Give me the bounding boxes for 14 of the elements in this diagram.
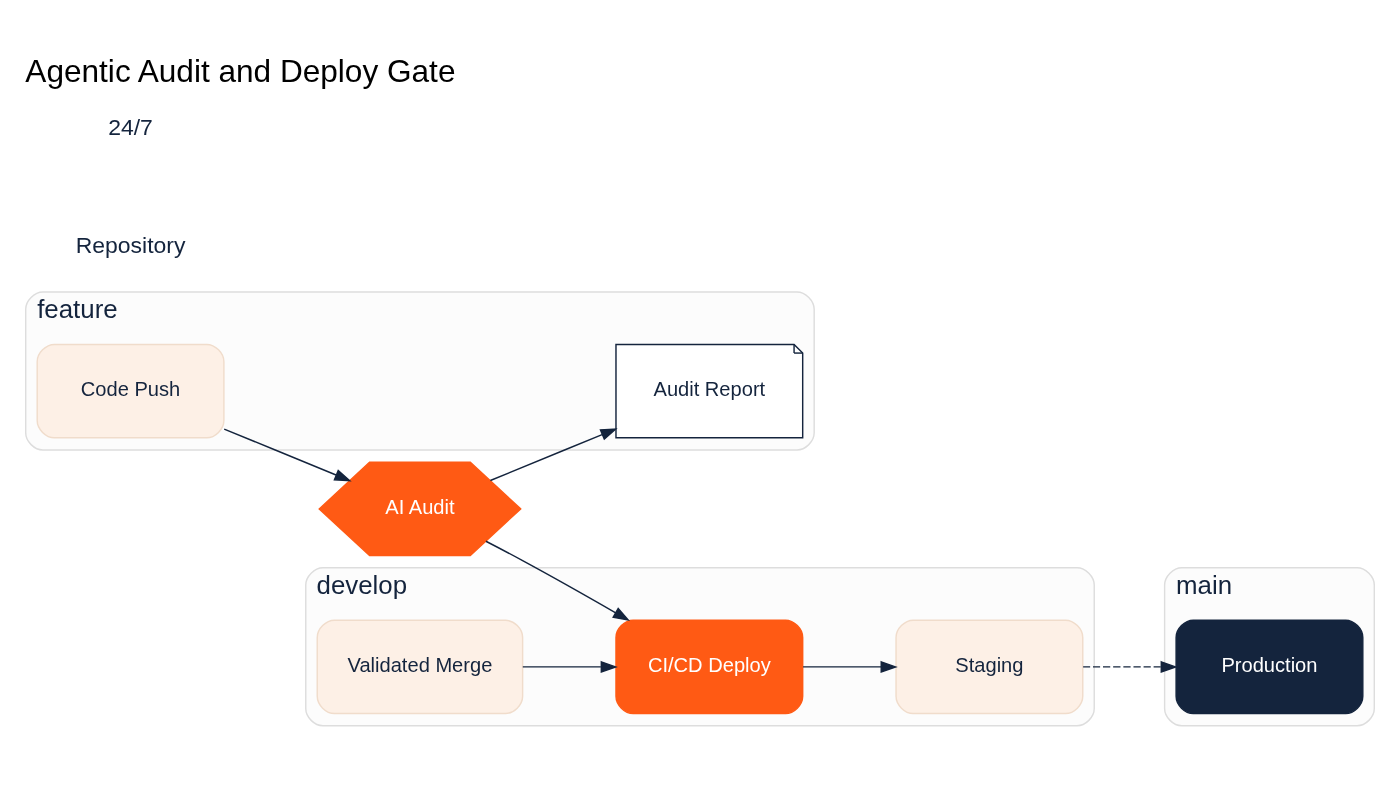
arrow — [522, 660, 618, 673]
node-box: CI/CD Deploy — [615, 619, 804, 715]
diagram-title: Agentic Audit and Deploy Gate — [25, 52, 456, 89]
arrow — [223, 428, 352, 482]
arrow — [485, 540, 631, 622]
arrow — [1082, 660, 1178, 673]
arrow — [489, 428, 618, 482]
arrow — [802, 660, 898, 673]
label: Repository — [75, 231, 186, 258]
node-box: Production — [1175, 619, 1364, 715]
node-box: Validated Merge — [316, 619, 524, 715]
node-box: Code Push — [36, 343, 225, 439]
label: 24/7 — [108, 114, 153, 141]
node-box: Staging — [895, 619, 1084, 715]
